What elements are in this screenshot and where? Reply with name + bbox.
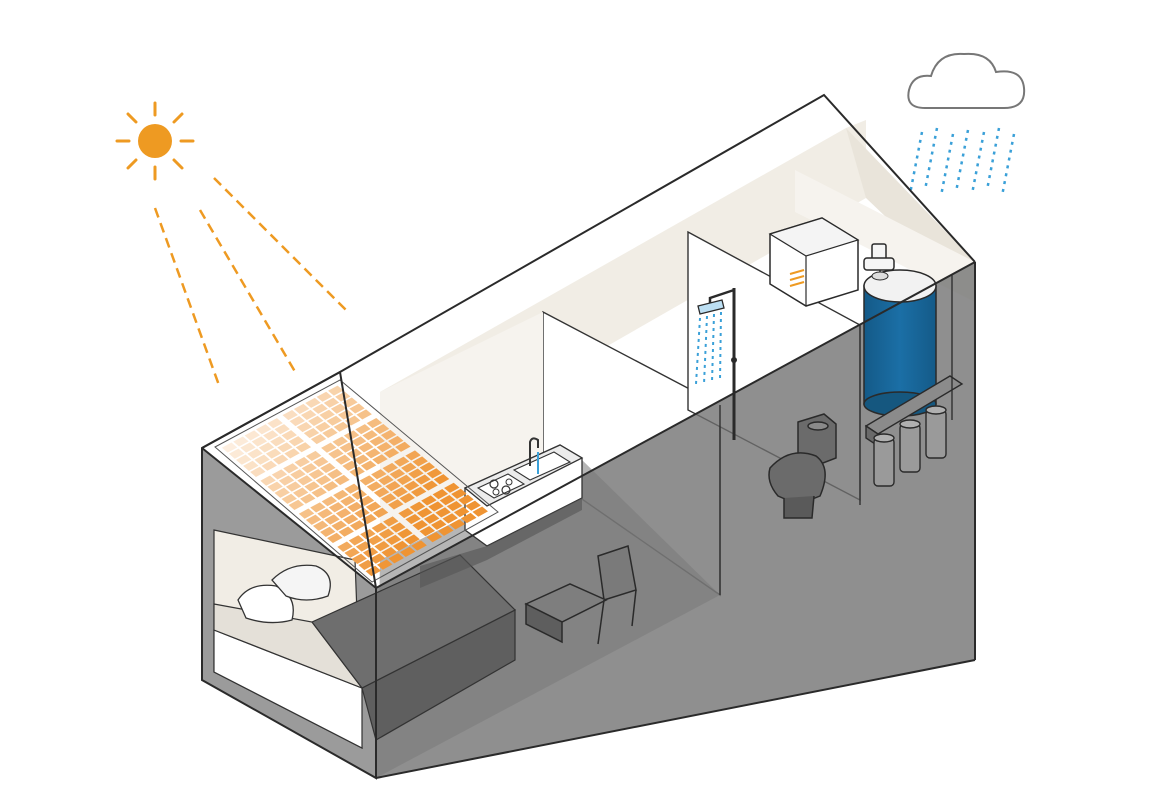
rain-icon [910,128,1014,196]
cloud-icon [908,54,1024,108]
sun-ray [155,178,348,388]
water-heater-icon [770,218,858,306]
sun-icon [117,103,193,179]
